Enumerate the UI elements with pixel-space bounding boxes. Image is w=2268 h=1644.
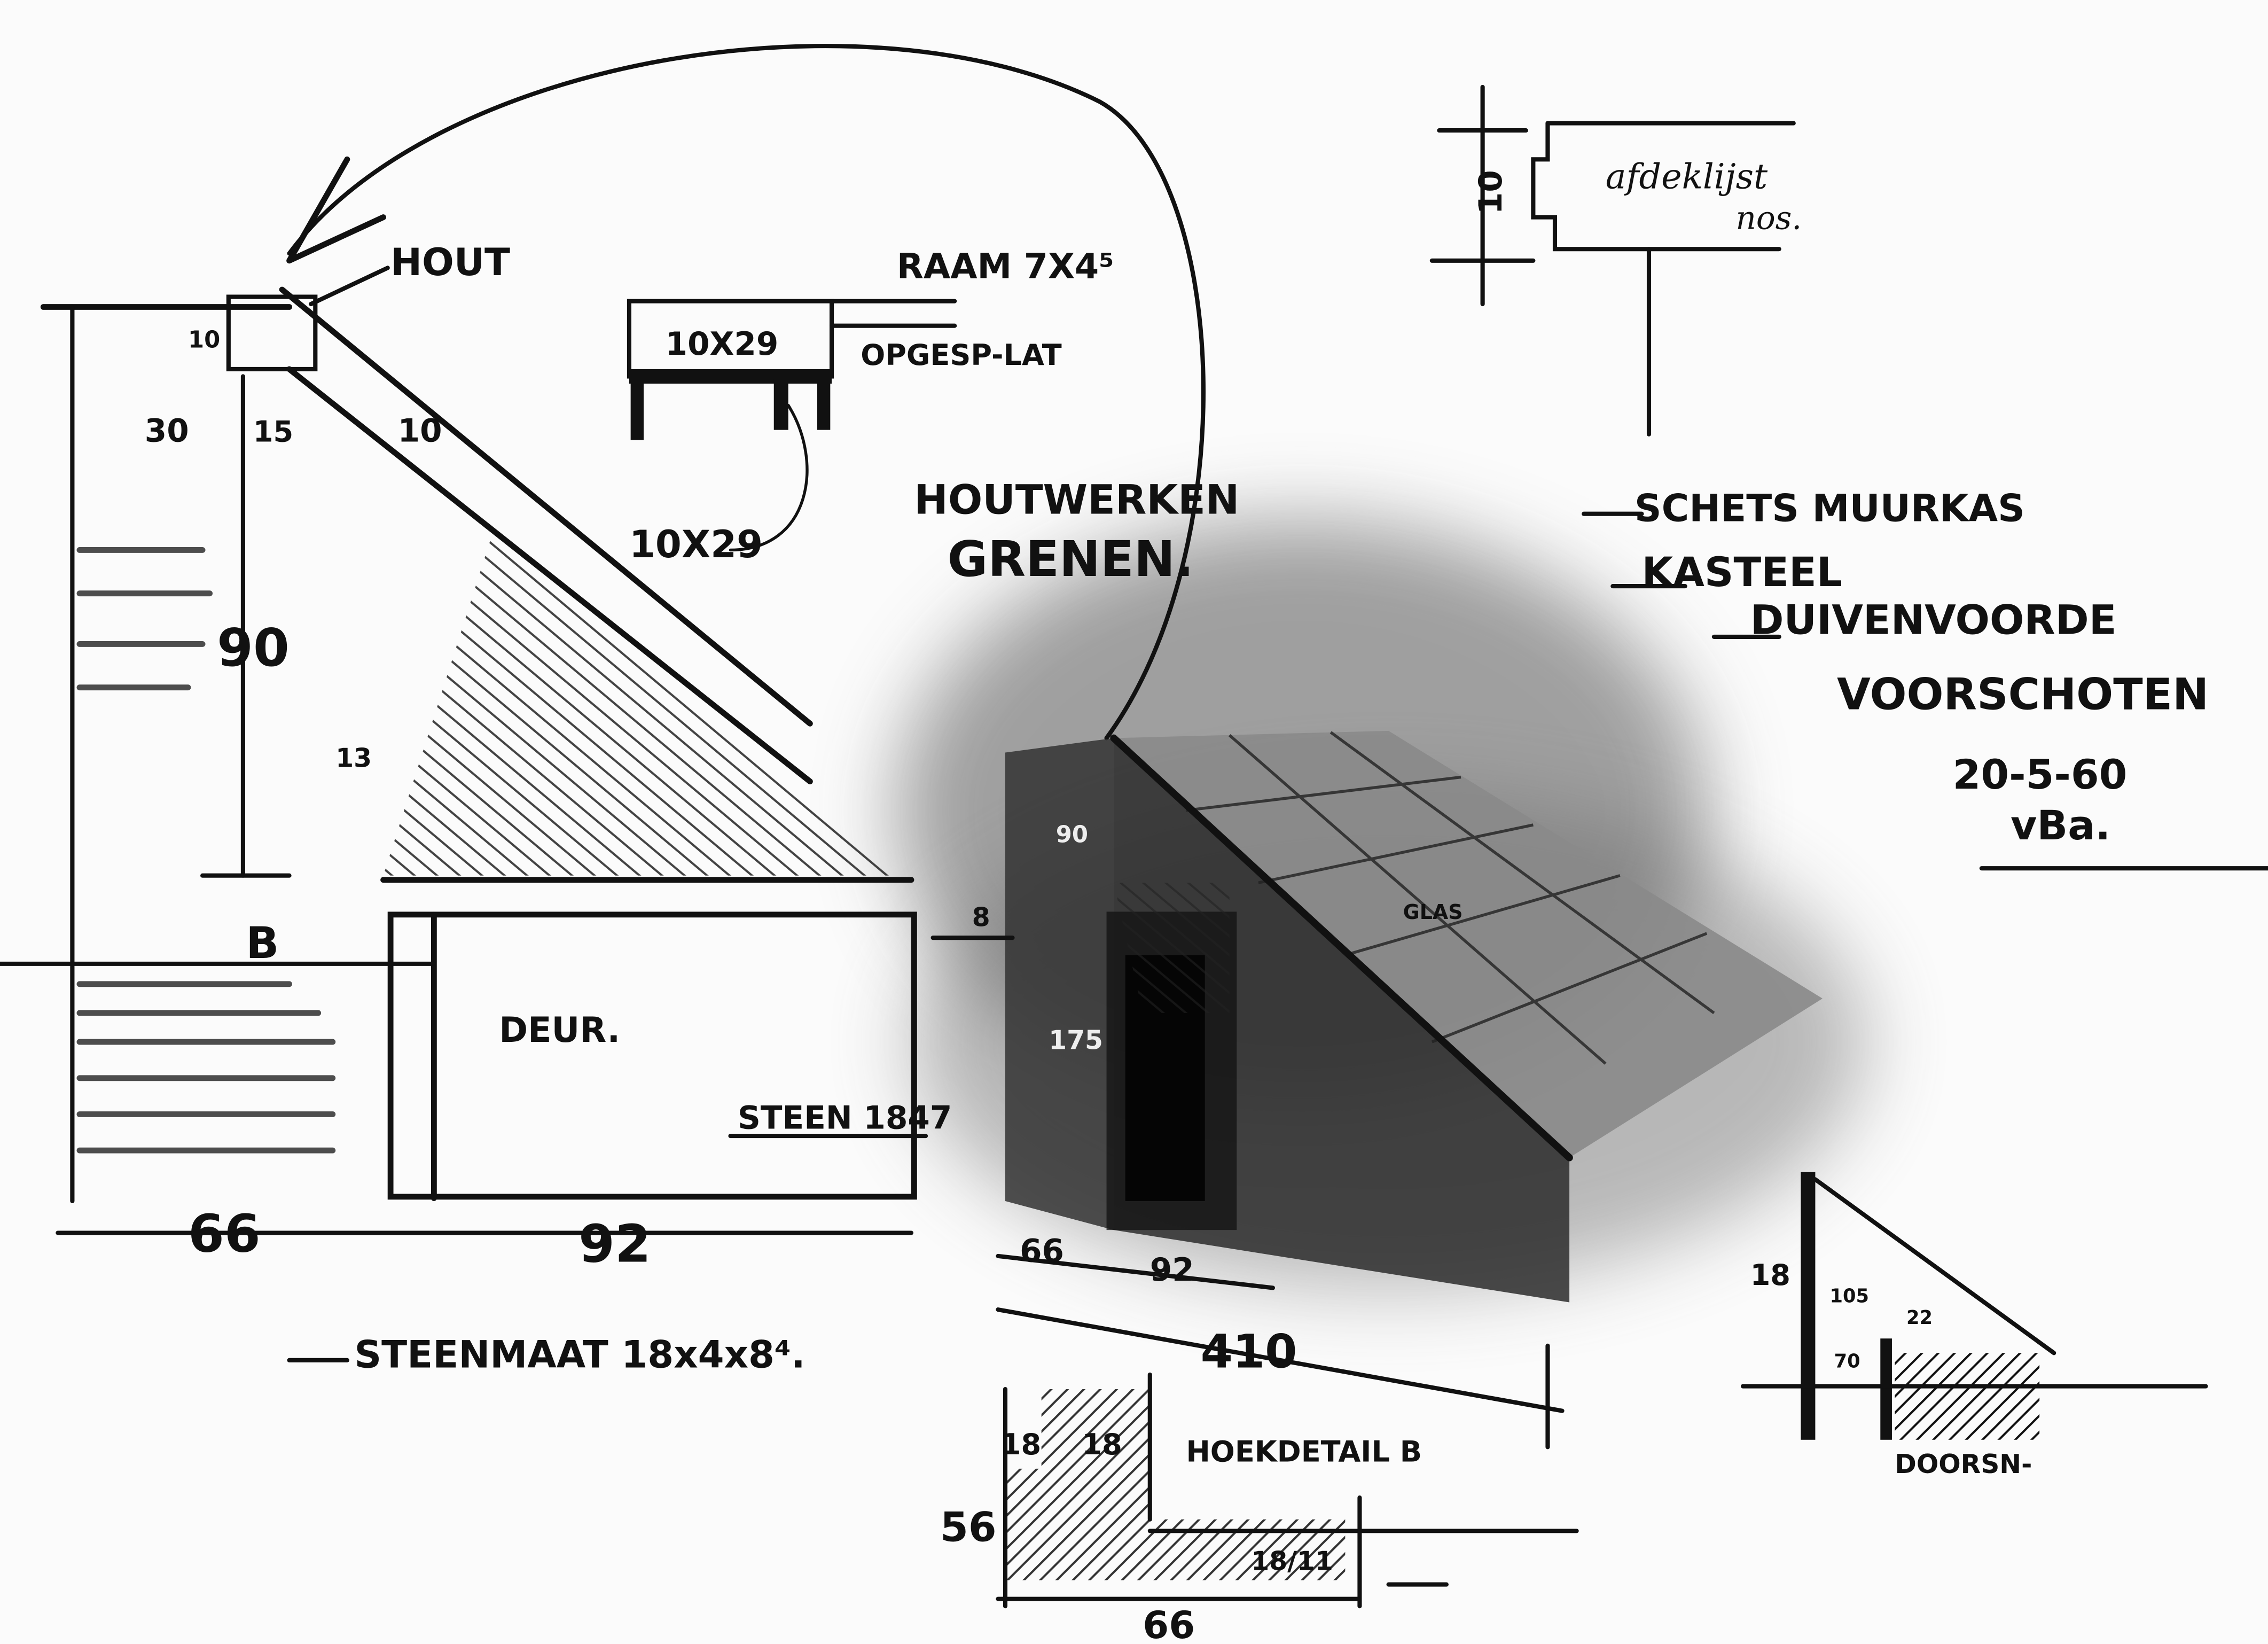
material-note-line1: HOUTWERKEN <box>914 477 1239 524</box>
title-line1: SCHETS MUURKAS <box>1634 486 2025 530</box>
beam-detail-drawing <box>627 299 957 552</box>
dim-92: 92 <box>578 1214 651 1274</box>
arrowhead-icon <box>286 156 387 264</box>
left-section-drawing <box>0 286 928 1362</box>
label-door: DEUR. <box>499 1010 620 1050</box>
title-line3: DUIVENVOORDE <box>1750 596 2117 643</box>
section-title: DOORSN- <box>1895 1450 2032 1479</box>
title-line2: KASTEEL <box>1641 549 1842 596</box>
section-dim-18: 18 <box>1750 1258 1790 1292</box>
dim-10-diagonal: 10 <box>398 412 442 449</box>
perspective-dim-66: 66 <box>1020 1233 1064 1270</box>
title-line4: VOORSCHOTEN <box>1837 669 2209 720</box>
perspective-dim-410: 410 <box>1201 1325 1297 1378</box>
title-initials: vBa. <box>2011 802 2110 849</box>
corner-dim-66: 66 <box>1143 1603 1195 1644</box>
corner-dim-18-11: 18/11 <box>1251 1546 1333 1576</box>
corner-detail-title: HOEKDETAIL B <box>1186 1435 1422 1468</box>
dim-13: 13 <box>335 744 372 774</box>
title-date: 20-5-60 <box>1953 751 2128 798</box>
reference-arrow <box>287 44 1206 741</box>
label-raam: RAAM 7X4⁵ <box>897 246 1114 286</box>
section-marker-b: B <box>246 918 279 969</box>
molding-note-line1: afdeklijst <box>1606 157 1768 197</box>
corner-dim-18b: 18 <box>1082 1428 1122 1461</box>
dim-10-top: 10 <box>188 326 220 353</box>
molding-note-line2: nos. <box>1735 200 1802 237</box>
label-glass: GLAS <box>1403 900 1463 924</box>
dim-15: 15 <box>253 415 293 448</box>
molding-detail-drawing <box>1429 84 1796 437</box>
section-dim-105: 105 <box>1830 1285 1869 1307</box>
corner-dim-18a: 18 <box>1001 1428 1041 1461</box>
perspective-dim-92: 92 <box>1150 1252 1194 1289</box>
corner-detail-drawing <box>996 1372 1579 1609</box>
section-dim-22: 22 <box>1906 1307 1933 1329</box>
molding-dim-10: 10 <box>1473 170 1510 214</box>
dim-66: 66 <box>188 1204 261 1264</box>
label-opgesp-lat: OPGESP-LAT <box>861 338 1062 372</box>
title-block: SCHETS MUURKAS KASTEEL DUIVENVOORDE VOOR… <box>1582 486 2268 871</box>
section-dim-70: 70 <box>1834 1350 1860 1372</box>
cross-section-drawing <box>1740 1172 2208 1440</box>
label-beam-10x29: 10X29 <box>629 523 763 566</box>
material-note-line2: GRENEN. <box>948 531 1194 588</box>
dim-30: 30 <box>145 412 189 449</box>
perspective-drawing <box>930 730 1823 1450</box>
label-steenmaat: STEENMAAT 18x4x8⁴. <box>354 1333 805 1376</box>
label-beam-detail: 10X29 <box>666 326 779 363</box>
perspective-dim-8: 8 <box>972 902 990 932</box>
label-hout: HOUT <box>390 240 510 284</box>
corner-dim-56: 56 <box>940 1503 997 1550</box>
perspective-dim-90: 90 <box>1056 821 1088 848</box>
dim-90: 90 <box>217 618 290 678</box>
perspective-dim-175: 175 <box>1049 1026 1103 1056</box>
label-steen: STEEN 1847 <box>738 1100 952 1137</box>
